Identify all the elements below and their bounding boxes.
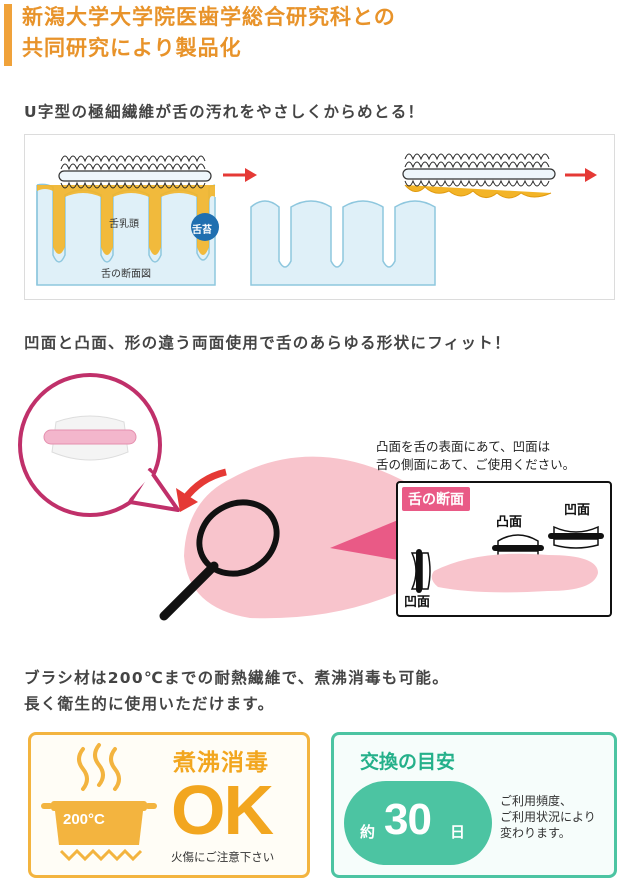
tongue-section-title: 舌の断面 — [402, 487, 470, 511]
convex-label: 凸面 — [496, 515, 523, 530]
papilla-label: 舌乳頭 — [109, 219, 139, 230]
tongue-scraper-icon — [159, 499, 280, 621]
boiling-pot-icon — [41, 743, 157, 862]
replacement-days: 30 — [384, 795, 432, 844]
pot-temperature-label: 200°C — [63, 811, 105, 828]
callout-pointer — [330, 520, 398, 560]
title-accent-bar — [4, 4, 12, 66]
boil-title: 煮沸消毒 — [173, 750, 269, 776]
tongue-diagram-panel: 舌乳頭 舌苔 舌の断面図 — [24, 134, 615, 300]
title-line-2: 共同研究により製品化 — [22, 36, 242, 60]
fit-illustration — [18, 373, 440, 621]
approx-prefix: 約 — [360, 823, 376, 841]
cross-section-label: 舌の断面図 — [101, 269, 151, 280]
replacement-note-line-1: ご利用頻度、 — [500, 794, 573, 808]
usage-instruction: 凸面を舌の表面にあて、凹面は 舌の側面にあて、ご使用ください。 — [376, 438, 575, 474]
concave-top-label: 凹面 — [564, 503, 591, 518]
coating-label: 舌苔 — [192, 225, 212, 236]
title-line-1: 新潟大学大学院医歯学総合研究科との — [22, 5, 396, 29]
side-brush-icon — [410, 549, 431, 593]
replacement-card: 交換の目安 約 30 日 ご利用頻度、 ご利用状況により 変わります。 — [331, 732, 617, 878]
boil-ok-card: 200°C 煮沸消毒 OK 火傷にご注意下さい — [28, 732, 310, 878]
concave-side-label: 凹面 — [404, 595, 431, 610]
tongue-cleaning-diagram — [36, 153, 597, 286]
arrow-head-icon-2 — [585, 168, 597, 182]
days-suffix: 日 — [450, 823, 466, 841]
instruction-line-2: 舌の側面にあて、ご使用ください。 — [376, 457, 576, 472]
replacement-note-line-3: 変わります。 — [500, 826, 571, 840]
replacement-note-line-2: ご利用状況により — [500, 810, 596, 824]
tongue-cross-section-shape — [431, 553, 598, 593]
section1-heading: U字型の極細繊維が舌の汚れをやさしくからめとる！ — [24, 103, 425, 121]
tongue-illustration — [184, 456, 440, 619]
ok-text: OK — [171, 771, 274, 849]
replacement-badge — [344, 781, 492, 865]
page-title: 新潟大学大学院医歯学総合研究科との 共同研究により製品化 — [22, 2, 396, 64]
replacement-note: ご利用頻度、 ご利用状況により 変わります。 — [500, 793, 596, 841]
tongue-section-box: 舌の断面 凸面 凹面 凹面 — [396, 481, 612, 617]
tongue-cross-section-before — [36, 183, 216, 286]
brush-fibers-left — [58, 155, 212, 189]
burn-caution: 火傷にご注意下さい — [171, 850, 275, 864]
arrow-head-icon — [245, 168, 257, 182]
tongue-cross-section-after — [250, 200, 436, 286]
brush-head-closeup — [43, 415, 137, 461]
section2-heading: 凹面と凸面、形の違う両面使用で舌のあらゆる形状にフィット！ — [24, 334, 511, 352]
instruction-line-1: 凸面を舌の表面にあて、凹面は — [376, 439, 551, 454]
replacement-title: 交換の目安 — [360, 751, 456, 773]
section3-heading: ブラシ材は200℃までの耐熱繊維で、煮沸消毒も可能。 長く衛生的に使用いただけま… — [24, 665, 449, 717]
heat-resist-line-2: 長く衛生的に使用いただけます。 — [24, 695, 275, 713]
brush-fibers-right — [402, 153, 556, 199]
concave-brush-icon — [548, 525, 604, 549]
coating-badge — [191, 213, 219, 241]
heat-resist-line-1: ブラシ材は200℃までの耐熱繊維で、煮沸消毒も可能。 — [24, 669, 449, 687]
